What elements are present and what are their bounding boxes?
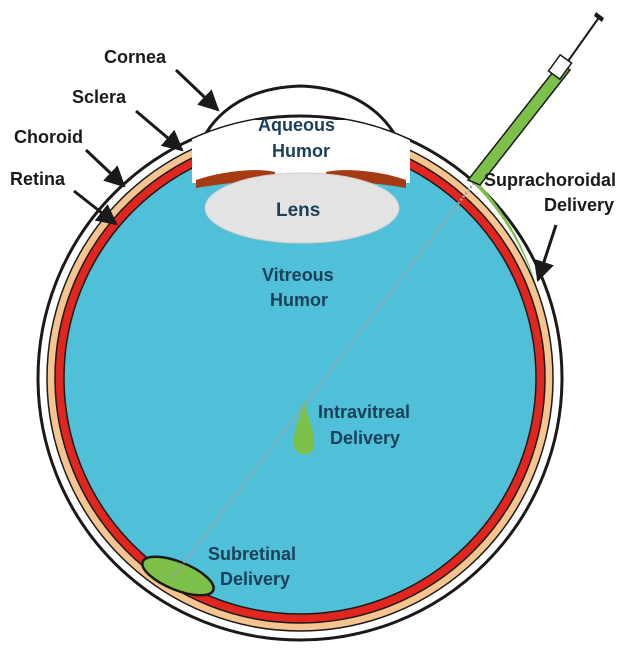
retina-label: Retina (10, 169, 66, 189)
sclera-arrow (136, 111, 182, 150)
sclera-label: Sclera (72, 87, 127, 107)
suprachoroidal-label-line2: Delivery (544, 195, 614, 215)
cornea-label: Cornea (104, 47, 167, 67)
vitreous-label-line2: Humor (270, 290, 328, 310)
syringe-needle (468, 12, 604, 185)
intravitreal-label-line2: Delivery (330, 428, 400, 448)
subretinal-label-line1: Subretinal (208, 544, 296, 564)
suprachoroidal-arrow (538, 225, 556, 280)
choroid-arrow (86, 150, 124, 186)
intravitreal-label-line1: Intravitreal (318, 402, 410, 422)
choroid-label: Choroid (14, 127, 83, 147)
suprachoroidal-label-line1: Suprachoroidal (484, 170, 616, 190)
vitreous-label-line1: Vitreous (262, 265, 334, 285)
aqueous-label-line1: Aqueous (258, 115, 335, 135)
cornea-arrow (176, 70, 218, 110)
subretinal-label-line2: Delivery (220, 569, 290, 589)
aqueous-label-line2: Humor (272, 141, 330, 161)
lens-label: Lens (276, 200, 320, 221)
